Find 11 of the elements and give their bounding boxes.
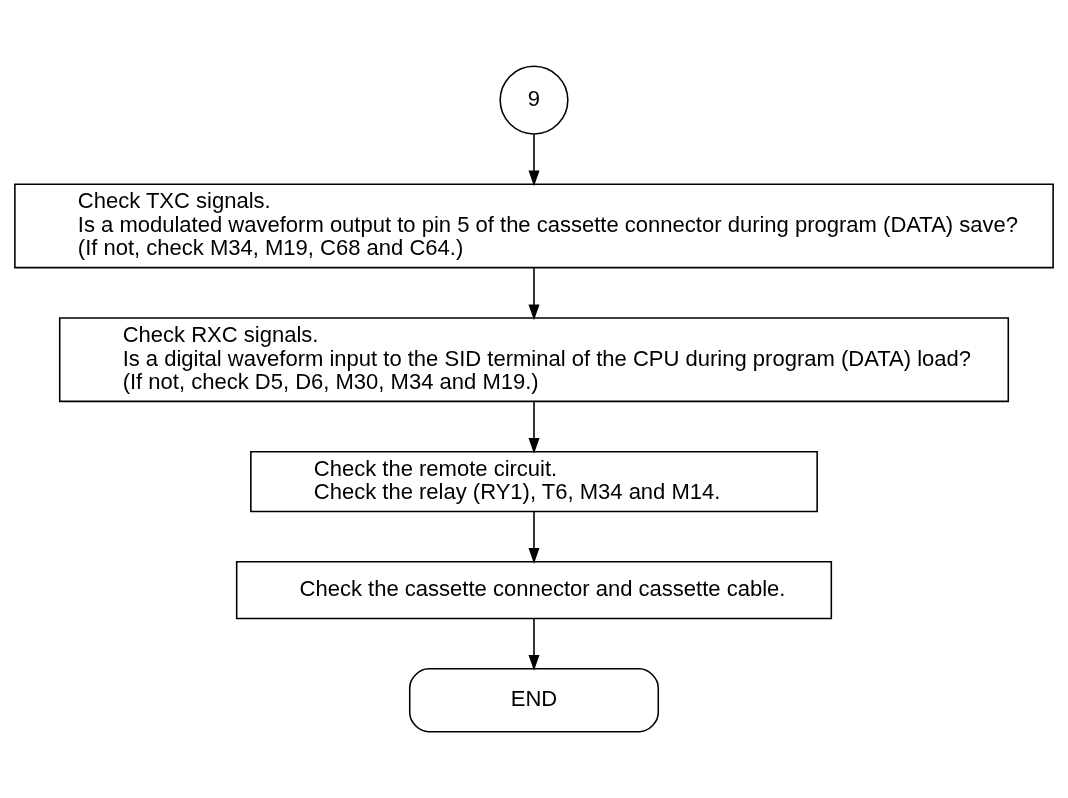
arrow [528,617,540,671]
node-box: Check the remote circuit. Check the relay (RY1), T6, M34 and M14. [250,450,818,513]
arrow [528,267,540,321]
node-box: Check TXC signals. Is a modulated waveform output to pin 5 of the cassette connector during program (DATA) save? (If not, check M34, M19, C68 and C64.) [14,183,1054,269]
node-box: Check the cassette connector and cassette cable. [235,561,833,620]
node-box: Check RXC signals. Is a digital waveform input to the SID terminal of the CPU during program (DATA) load? (If not, check D5, D6, M30, M34 and M19.) [58,317,1010,403]
arrow [528,511,540,564]
node-circle: 9 [499,65,569,135]
arrow [528,400,540,454]
arrow [528,133,540,187]
node-box: END [408,668,660,733]
